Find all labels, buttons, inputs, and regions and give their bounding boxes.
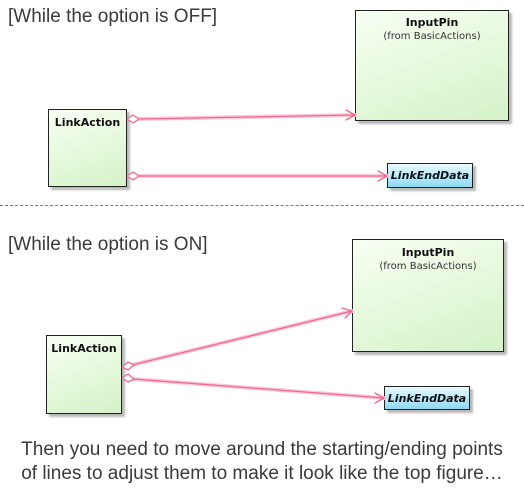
caption-line-1: Then you need to move around the startin… — [21, 439, 503, 460]
top-inputpin-class[interactable]: InputPin (from BasicActions) — [355, 10, 509, 121]
title-option-on: [While the option is ON] — [8, 234, 208, 255]
open-arrow-icon — [377, 170, 388, 182]
open-arrow-icon — [345, 109, 356, 121]
caption: Then you need to move around the startin… — [0, 438, 524, 486]
bottom-linkenddata-datatype[interactable]: LinkEndData — [384, 386, 470, 410]
top-inputpin-stereotype: (from BasicActions) — [383, 31, 481, 42]
top-inputpin-association[interactable] — [126, 109, 357, 124]
top-linkenddata-datatype[interactable]: LinkEndData — [387, 163, 473, 188]
section-divider — [0, 205, 524, 206]
top-inputpin-name: InputPin — [405, 16, 459, 29]
top-linkaction-name: LinkAction — [54, 116, 121, 129]
bottom-linkenddata-association[interactable] — [121, 373, 386, 404]
bottom-inputpin-association[interactable] — [121, 307, 354, 371]
bottom-inputpin-stereotype: (from BasicActions) — [379, 261, 477, 272]
bottom-inputpin-class[interactable]: InputPin (from BasicActions) — [352, 239, 504, 352]
bottom-inputpin-name: InputPin — [401, 246, 455, 259]
title-option-off: [While the option is OFF] — [8, 6, 218, 27]
open-diamond-icon — [126, 171, 140, 181]
open-diamond-icon — [121, 361, 135, 371]
bottom-linkaction-class[interactable]: LinkAction — [46, 335, 122, 414]
top-linkenddata-association[interactable] — [126, 170, 389, 182]
open-diamond-icon — [121, 373, 135, 383]
bottom-linkaction-name: LinkAction — [51, 342, 117, 355]
bottom-linkenddata-name: LinkEndData — [387, 392, 467, 405]
open-arrow-icon — [341, 307, 353, 319]
open-arrow-icon — [374, 392, 385, 404]
top-linkaction-class[interactable]: LinkAction — [48, 109, 127, 187]
caption-line-2: of lines to adjust them to make it look … — [21, 463, 503, 484]
open-diamond-icon — [126, 114, 140, 124]
top-linkenddata-name: LinkEndData — [390, 169, 470, 182]
